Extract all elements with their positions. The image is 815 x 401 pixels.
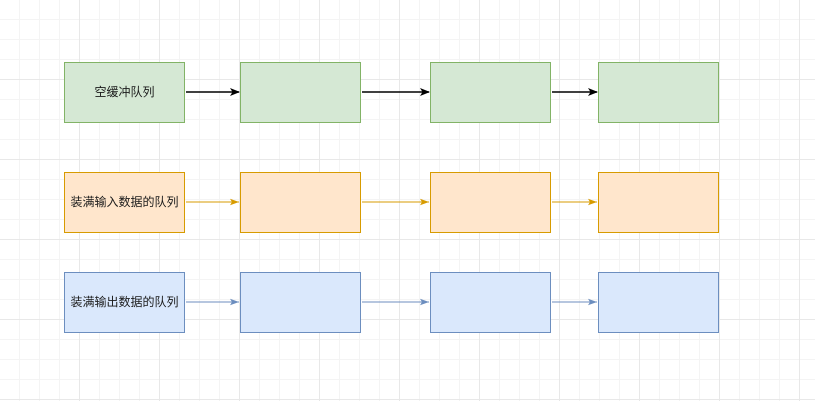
node-row-input-full-4[interactable] <box>598 172 719 233</box>
node-row-input-full-1[interactable]: 装满输入数据的队列 <box>64 172 185 233</box>
node-row-output-full-2[interactable] <box>240 272 361 333</box>
node-label: 装满输入数据的队列 <box>70 195 179 209</box>
node-row-empty-buffer-2[interactable] <box>240 62 361 123</box>
node-label: 空缓冲队列 <box>94 85 155 99</box>
node-row-empty-buffer-4[interactable] <box>598 62 719 123</box>
node-row-empty-buffer-1[interactable]: 空缓冲队列 <box>64 62 185 123</box>
node-row-input-full-3[interactable] <box>430 172 551 233</box>
node-label: 装满输出数据的队列 <box>70 295 179 309</box>
node-row-output-full-3[interactable] <box>430 272 551 333</box>
node-row-output-full-4[interactable] <box>598 272 719 333</box>
node-row-input-full-2[interactable] <box>240 172 361 233</box>
node-row-output-full-1[interactable]: 装满输出数据的队列 <box>64 272 185 333</box>
node-row-empty-buffer-3[interactable] <box>430 62 551 123</box>
